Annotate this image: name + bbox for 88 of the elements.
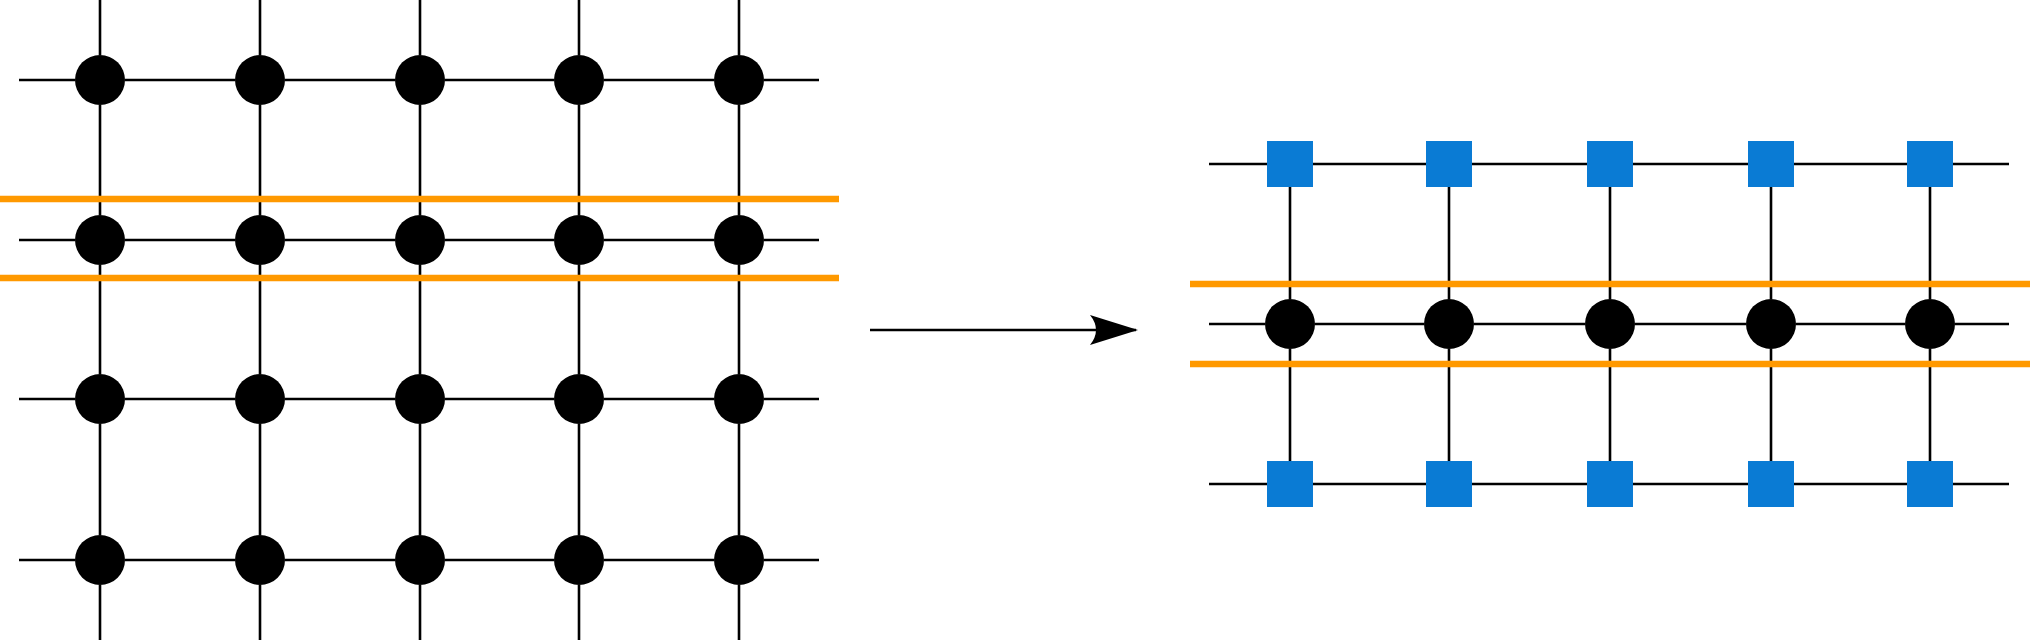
node-square [1426, 461, 1472, 507]
connector-line [737, 424, 741, 535]
connector-line [1608, 349, 1612, 461]
connector-line [418, 265, 422, 374]
node-square [1587, 141, 1633, 187]
connector-line [1794, 482, 1907, 486]
node-circle [235, 535, 285, 585]
node-circle [75, 374, 125, 424]
connector-line [1474, 322, 1585, 326]
connector-line [98, 424, 102, 535]
node-circle [395, 535, 445, 585]
node-square [1907, 141, 1953, 187]
connector-line [258, 424, 262, 535]
connector-line [1447, 187, 1451, 299]
node-circle [1585, 299, 1635, 349]
connector-line [1608, 187, 1612, 299]
node-circle [1905, 299, 1955, 349]
node-circle [714, 374, 764, 424]
node-circle [235, 215, 285, 265]
connector-line [1472, 162, 1587, 166]
node-square [1907, 461, 1953, 507]
connector-line [604, 397, 714, 401]
connector-line [258, 265, 262, 374]
connector-line [1633, 482, 1748, 486]
connector-line [125, 397, 235, 401]
connector-line [577, 265, 581, 374]
node-circle [395, 55, 445, 105]
node-square [1426, 141, 1472, 187]
connector-line [1769, 187, 1773, 299]
node-circle [554, 374, 604, 424]
connector-line [98, 265, 102, 374]
connector-line [604, 238, 714, 242]
connector-line [285, 238, 395, 242]
connector-line [1928, 187, 1932, 299]
connector-line [1633, 162, 1748, 166]
node-circle [235, 55, 285, 105]
node-circle [1746, 299, 1796, 349]
node-circle [714, 55, 764, 105]
connector-line [1472, 482, 1587, 486]
connector-line [1794, 162, 1907, 166]
connector-line [285, 558, 395, 562]
connector-line [604, 558, 714, 562]
node-square [1267, 461, 1313, 507]
connector-line [737, 265, 741, 374]
node-circle [1424, 299, 1474, 349]
connector-line [445, 238, 554, 242]
node-square [1748, 141, 1794, 187]
connector-line [577, 424, 581, 535]
connector-line [418, 105, 422, 215]
node-circle [395, 374, 445, 424]
connector-line [418, 424, 422, 535]
connector-line [1447, 349, 1451, 461]
node-circle [75, 215, 125, 265]
connector-line [1928, 349, 1932, 461]
connector-line [737, 105, 741, 215]
connector-line [285, 78, 395, 82]
node-circle [1265, 299, 1315, 349]
node-square [1267, 141, 1313, 187]
connector-line [604, 78, 714, 82]
node-circle [714, 215, 764, 265]
connector-line [1313, 162, 1426, 166]
connector-line [258, 105, 262, 215]
node-square [1587, 461, 1633, 507]
connector-line [1313, 482, 1426, 486]
connector-line [1769, 349, 1773, 461]
node-circle [554, 55, 604, 105]
connector-line [1796, 322, 1905, 326]
connector-line [445, 78, 554, 82]
connector-line [98, 105, 102, 215]
connector-line [445, 558, 554, 562]
node-circle [75, 535, 125, 585]
node-square [1748, 461, 1794, 507]
node-circle [554, 215, 604, 265]
connector-line [577, 105, 581, 215]
connector-line [445, 397, 554, 401]
node-circle [75, 55, 125, 105]
node-circle [714, 535, 764, 585]
node-circle [395, 215, 445, 265]
node-circle [554, 535, 604, 585]
connector-line [125, 238, 235, 242]
connector-line [1288, 349, 1292, 461]
connector-line [285, 397, 395, 401]
connector-line [1315, 322, 1424, 326]
connector-line [125, 78, 235, 82]
connector-line [125, 558, 235, 562]
connector-line [1288, 187, 1292, 299]
connector-line [1635, 322, 1746, 326]
node-circle [235, 374, 285, 424]
